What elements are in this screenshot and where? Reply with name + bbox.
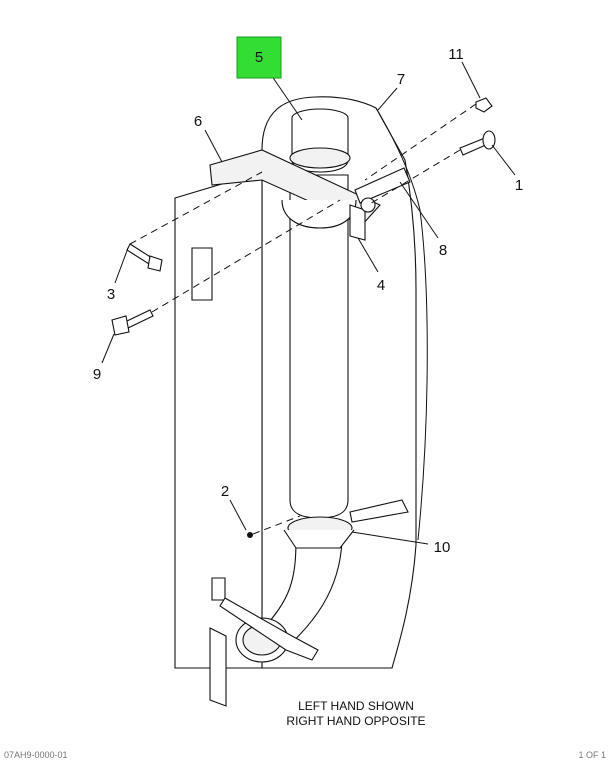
leader-8 xyxy=(399,181,439,239)
callout-11[interactable]: 11 xyxy=(448,46,464,63)
leader-10 xyxy=(351,531,429,545)
callout-9[interactable]: 9 xyxy=(93,366,101,383)
bracket-right-arm xyxy=(354,167,411,204)
heat-shield-right-edge xyxy=(375,107,428,541)
leader-9 xyxy=(101,333,115,364)
callout-8[interactable]: 8 xyxy=(439,242,447,259)
footer-drawing-number: 07AH9-0000-01 xyxy=(4,750,68,760)
leader-7 xyxy=(377,87,398,111)
callout-2[interactable]: 2 xyxy=(221,483,229,500)
callout-1[interactable]: 1 xyxy=(515,177,523,194)
leader-2 xyxy=(229,499,247,531)
leader-3 xyxy=(114,247,129,284)
lower-bracket-arm xyxy=(349,499,409,523)
note-line-2: RIGHT HAND OPPOSITE xyxy=(286,714,425,728)
nut-11 xyxy=(475,97,493,113)
leader-6 xyxy=(204,129,223,163)
bolt-2 xyxy=(247,532,253,538)
shield-slot-lower xyxy=(211,577,226,601)
callout-6[interactable]: 6 xyxy=(194,113,202,130)
callout-3[interactable]: 3 xyxy=(107,286,115,303)
callout-5-highlight xyxy=(236,36,282,79)
outlet-bracket xyxy=(219,597,319,661)
nut-bracket xyxy=(360,197,376,213)
assembly-line-3 xyxy=(129,171,263,245)
lower-clamp-ears xyxy=(283,529,355,549)
bolt-9-head xyxy=(111,315,130,336)
note-line-1: LEFT HAND SHOWN xyxy=(298,699,414,713)
leader-1 xyxy=(491,144,516,176)
assembly-line-9 xyxy=(151,199,341,313)
assembly-line-11 xyxy=(364,103,477,181)
callout-5[interactable]: 5 xyxy=(255,49,263,66)
assembly-line-1 xyxy=(367,149,461,206)
assembly-line-2 xyxy=(252,515,301,535)
shield-slot-upper xyxy=(191,247,213,301)
footer-page-number: 1 OF 1 xyxy=(578,750,606,760)
callout-4[interactable]: 4 xyxy=(377,277,385,294)
leader-11 xyxy=(461,61,481,99)
bolt-9-shank xyxy=(124,309,154,329)
callout-10[interactable]: 10 xyxy=(434,539,451,556)
leader-4 xyxy=(357,237,379,273)
pipe-coupling-band xyxy=(289,147,351,169)
bolt-1-head xyxy=(482,130,496,150)
bracket-ear xyxy=(349,204,366,241)
bolt-3-shank xyxy=(126,243,153,265)
shield-tab-bottom xyxy=(209,627,227,707)
bolt-3-head xyxy=(147,255,163,272)
callout-7[interactable]: 7 xyxy=(397,71,405,88)
